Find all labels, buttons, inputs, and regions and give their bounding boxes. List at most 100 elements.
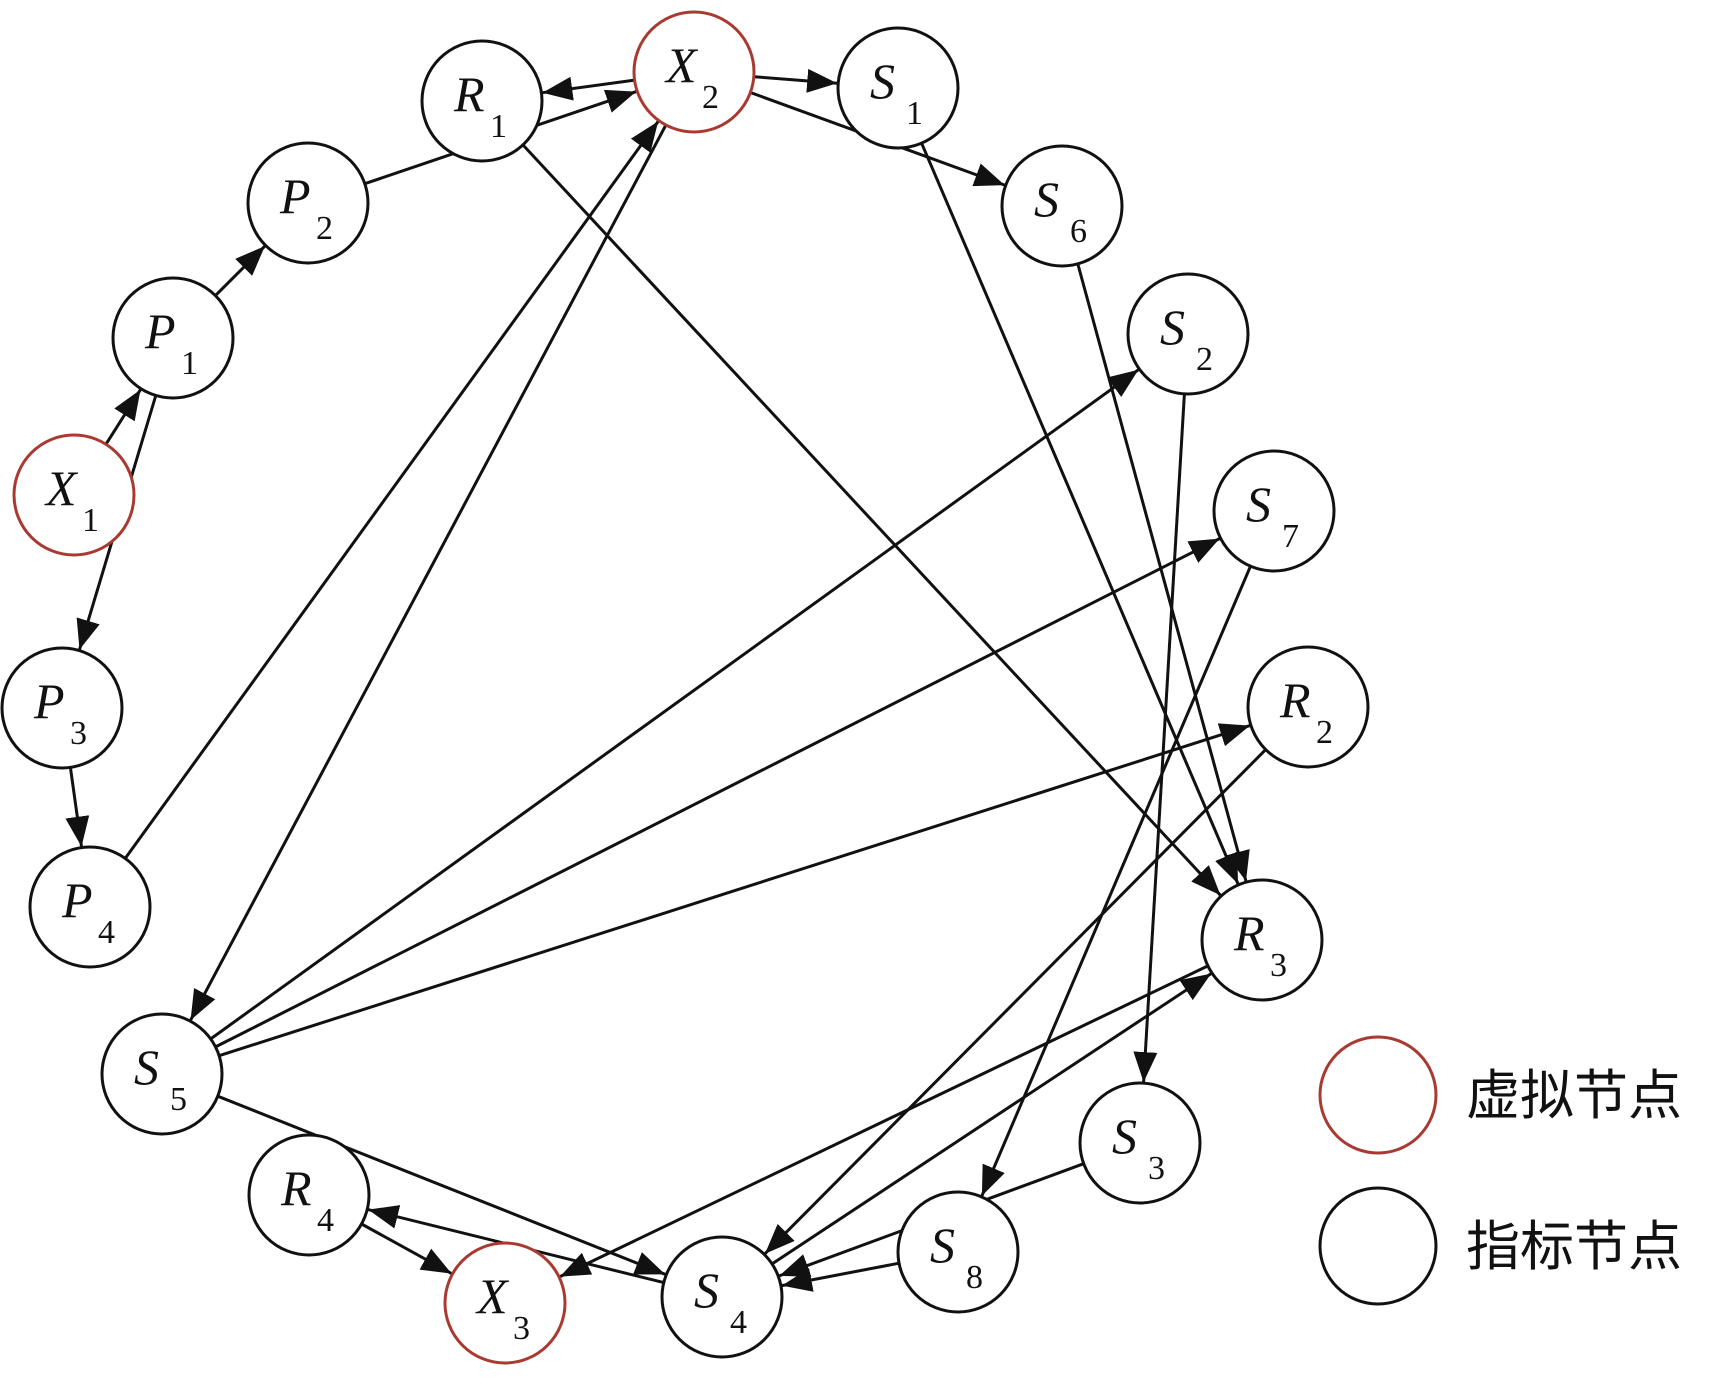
edge-p1-to-p2: [214, 245, 266, 297]
node-x1-subscript: 1: [82, 502, 99, 539]
edge-x2-to-s1: [753, 68, 838, 93]
node-r3: R3: [1200, 878, 1324, 1002]
node-s8: S8: [896, 1190, 1020, 1314]
node-p1-subscript: 1: [181, 345, 198, 382]
node-s4-circle: [660, 1235, 784, 1359]
node-s6-letter: S: [1034, 171, 1059, 227]
node-x1: X1: [12, 433, 136, 557]
node-s2-subscript: 2: [1196, 341, 1213, 378]
node-p4-subscript: 4: [98, 914, 115, 951]
node-s6-circle: [1000, 144, 1124, 268]
node-p2-circle: [246, 141, 370, 265]
edge-s5-to-r2: [218, 723, 1251, 1058]
edge-s4-to-r3: [771, 972, 1212, 1266]
node-p2-subscript: 2: [316, 210, 333, 247]
node-s3-circle: [1078, 1081, 1202, 1205]
node-s2-letter: S: [1160, 299, 1185, 355]
node-r4: R4: [247, 1133, 371, 1257]
edge-s5-to-s4: [217, 1094, 666, 1276]
node-r4-subscript: 4: [317, 1202, 334, 1239]
node-x2: X2: [632, 10, 756, 134]
node-x2-letter: X: [664, 37, 699, 93]
edge-r4-to-x3: [360, 1222, 453, 1275]
edge-r2-to-s4: [763, 748, 1267, 1255]
legend-virtual-label: 虚拟节点: [1466, 1064, 1682, 1127]
node-r3-letter: R: [1233, 905, 1265, 961]
node-r1: R1: [420, 39, 544, 163]
edge-s8-to-s4: [781, 1261, 900, 1292]
node-s7-subscript: 7: [1282, 518, 1299, 555]
node-p2-letter: P: [279, 168, 311, 224]
node-r4-letter: R: [280, 1160, 312, 1216]
node-r2: R2: [1246, 645, 1370, 769]
legend-item-indicator: 指标节点: [1318, 1186, 1682, 1306]
node-p4: P4: [28, 845, 152, 969]
node-r4-circle: [247, 1133, 371, 1257]
node-s3-subscript: 3: [1148, 1150, 1165, 1187]
node-r2-subscript: 2: [1316, 714, 1333, 751]
edge-s5-to-s2: [209, 368, 1140, 1041]
node-r3-subscript: 3: [1270, 947, 1287, 984]
edge-s6-to-r3: [1076, 263, 1250, 882]
node-p3-letter: P: [33, 673, 65, 729]
edge-x1-to-p1: [104, 388, 142, 446]
node-s5-letter: S: [134, 1039, 159, 1095]
node-x1-circle: [12, 433, 136, 557]
node-s6: S6: [1000, 144, 1124, 268]
node-s5-subscript: 5: [170, 1081, 187, 1118]
node-r1-circle: [420, 39, 544, 163]
edge-s2-to-s3: [1133, 393, 1186, 1083]
node-x3-subscript: 3: [513, 1310, 530, 1347]
node-s5-circle: [100, 1012, 224, 1136]
node-s1-circle: [836, 26, 960, 150]
node-x3-circle: [443, 1241, 567, 1365]
node-s6-subscript: 6: [1070, 213, 1087, 250]
node-x3: X3: [443, 1241, 567, 1365]
node-s1-letter: S: [870, 53, 895, 109]
node-s3: S3: [1078, 1081, 1202, 1205]
edge-x2-to-s5: [189, 124, 668, 1021]
edge-x2-to-r1: [542, 76, 635, 101]
edge-p3-to-p4: [65, 767, 90, 847]
edge-s1-to-r3: [920, 142, 1240, 885]
node-s3-letter: S: [1112, 1108, 1137, 1164]
node-p1: P1: [111, 276, 235, 400]
node-r3-circle: [1200, 878, 1324, 1002]
node-s8-letter: S: [930, 1217, 955, 1273]
node-r1-letter: R: [453, 66, 485, 122]
node-p2: P2: [246, 141, 370, 265]
node-p1-circle: [111, 276, 235, 400]
node-s7: S7: [1212, 449, 1336, 573]
edge-s7-to-s8: [980, 565, 1252, 1197]
node-x2-circle: [632, 10, 756, 134]
node-x2-subscript: 2: [702, 79, 719, 116]
node-p4-letter: P: [61, 872, 93, 928]
node-s2: S2: [1126, 272, 1250, 396]
node-s1-subscript: 1: [906, 95, 923, 132]
legend-virtual-circle-icon: [1318, 1035, 1438, 1155]
edge-s5-to-s7: [214, 537, 1221, 1049]
edge-r3-to-x3: [559, 964, 1209, 1278]
edge-layer: [65, 68, 1267, 1292]
node-r2-letter: R: [1279, 672, 1311, 728]
legend: 虚拟节点 指标节点: [1318, 1035, 1682, 1306]
node-s7-circle: [1212, 449, 1336, 573]
node-p3-subscript: 3: [70, 715, 87, 752]
node-p3: P3: [0, 646, 124, 770]
node-s1: S1: [836, 26, 960, 150]
node-r2-circle: [1246, 645, 1370, 769]
node-x1-letter: X: [44, 460, 79, 516]
node-s2-circle: [1126, 272, 1250, 396]
node-x3-letter: X: [475, 1268, 510, 1324]
node-s8-circle: [896, 1190, 1020, 1314]
node-s7-letter: S: [1246, 476, 1271, 532]
node-r1-subscript: 1: [490, 108, 507, 145]
node-s4-subscript: 4: [730, 1304, 747, 1341]
edge-p4-to-x2: [123, 120, 660, 860]
node-s8-subscript: 8: [966, 1259, 983, 1296]
node-s4-letter: S: [694, 1262, 719, 1318]
legend-indicator-label: 指标节点: [1466, 1215, 1682, 1278]
node-p4-circle: [28, 845, 152, 969]
